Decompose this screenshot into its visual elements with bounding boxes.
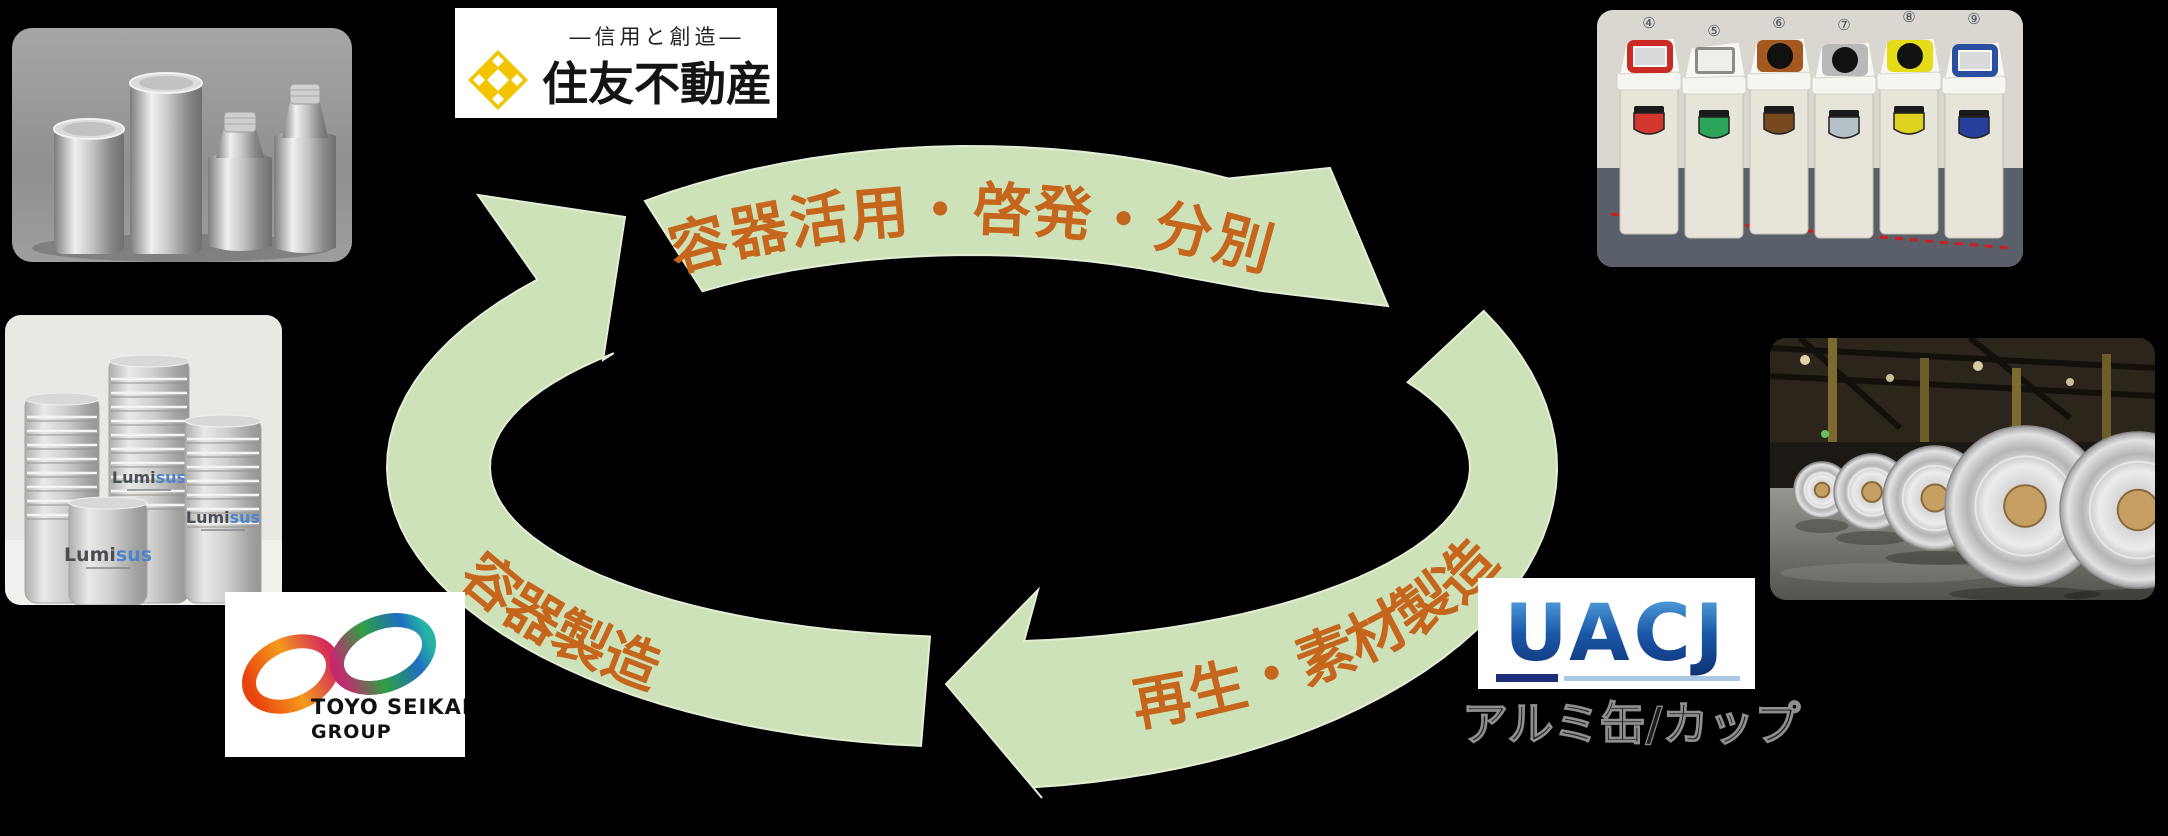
- aluminum-coils-group: [1793, 425, 2155, 600]
- uacj-underline-dark: [1496, 674, 1558, 682]
- bin-number-8: ⑧: [1902, 10, 1915, 26]
- aluminum-cup-stack: Lumisus: [184, 414, 262, 604]
- infinity-ribbon-icon: [241, 613, 436, 714]
- recycle-bin: [1876, 37, 1942, 235]
- lumisus-brand: Lumisus: [64, 544, 152, 566]
- recycle-bins-row: [1616, 37, 2007, 239]
- toyo-seikan-group: GROUP: [311, 721, 392, 743]
- recycle-bin: [1811, 41, 1877, 239]
- sumitomo-tagline: ―信用と創造―: [570, 25, 745, 49]
- aluminum-can-tall: [129, 72, 203, 254]
- uacj-caption: アルミ缶/カップ: [1461, 696, 1801, 751]
- arrow-band-recycling-material: [944, 309, 1559, 799]
- photo-aluminum-cans-bottles: [12, 28, 352, 262]
- lumisus-brand: Lumisus: [112, 468, 186, 487]
- aluminum-coil: [2059, 431, 2155, 600]
- uacj-wordmark: UACJ: [1504, 589, 1728, 679]
- sumitomo-igeta-mark-icon: [468, 50, 528, 110]
- bin-number-5: ⑤: [1707, 22, 1720, 40]
- aluminum-bottle-tall: [274, 83, 336, 253]
- bin-number-7: ⑦: [1837, 16, 1850, 34]
- toyo-seikan-logo: TOYO SEIKAN GROUP: [225, 592, 465, 757]
- lumisus-brand: Lumisus: [186, 508, 260, 527]
- sumitomo-company-name: 住友不動産: [542, 57, 772, 111]
- arrow-band-usage-separation: [643, 144, 1390, 308]
- recycle-bin: [1746, 37, 1812, 235]
- factory-lights: [1800, 355, 2074, 438]
- aluminum-coil: [1944, 425, 2106, 600]
- photo-recycle-bins: ④ ⑤ ⑥ ⑦ ⑧ ⑨: [1597, 10, 2023, 267]
- aluminum-bottle-short: [208, 111, 272, 251]
- recycle-bin: [1681, 41, 1747, 239]
- recycle-bin: [1941, 41, 2007, 239]
- uacj-logo: UACJ: [1478, 578, 1755, 689]
- bin-numbers: ④ ⑤ ⑥ ⑦ ⑧ ⑨: [1642, 10, 1980, 40]
- arrow-band-container-manufacturing: [385, 193, 932, 747]
- aluminum-cup-front: Lumisus: [64, 496, 152, 605]
- bin-number-9: ⑨: [1967, 10, 1980, 28]
- recycle-bin: [1616, 37, 1682, 235]
- uacj-underline-light: [1564, 676, 1740, 681]
- photo-aluminum-coils: [1770, 338, 2155, 600]
- aluminum-can-short: [53, 118, 125, 254]
- bin-number-4: ④: [1642, 14, 1655, 32]
- uacj-caption-text: アルミ缶/カップ: [1462, 697, 1800, 751]
- bin-number-6: ⑥: [1772, 14, 1785, 32]
- sumitomo-fudosan-logo: ―信用と創造― 住友不動産: [455, 8, 777, 118]
- toyo-seikan-name: TOYO SEIKAN: [311, 695, 465, 719]
